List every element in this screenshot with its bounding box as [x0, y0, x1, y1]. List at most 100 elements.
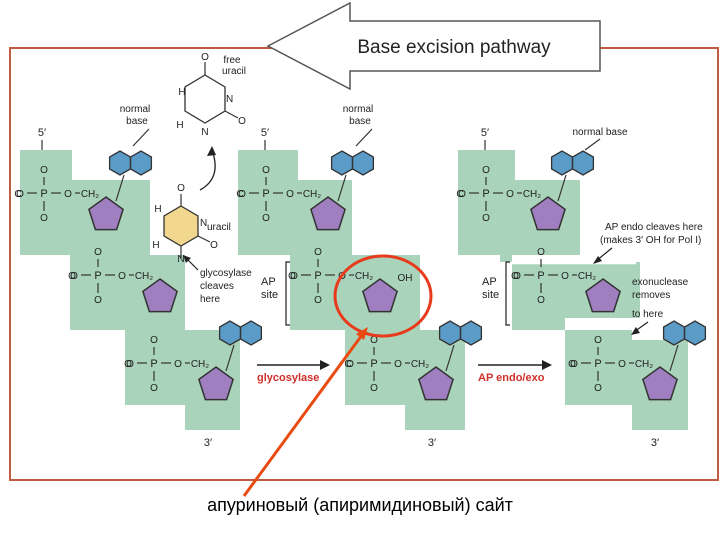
- page-title: Base excision pathway: [357, 37, 551, 58]
- p2-nt3-base-ring-a: [438, 320, 462, 346]
- p1-nt3-o: O: [124, 359, 132, 370]
- p3-nt3-phosphate-o-right: O: [618, 359, 626, 370]
- p3-normal-pointer: [584, 138, 601, 151]
- p3-nt1-phosphate-p: P: [482, 188, 489, 200]
- p2-nt2-sugar: [362, 278, 398, 313]
- p2-nt1-phosphate-p: P: [262, 188, 269, 200]
- p3-nt3-phosphate-o-bottom: O: [594, 383, 602, 394]
- p3-nt3-o: O: [568, 359, 576, 370]
- p3-nt3-base-ring-a: [662, 320, 686, 346]
- free-uracil-label-2: uracil: [222, 66, 246, 77]
- p2-normal-2: base: [349, 116, 371, 127]
- ap-site-label-2b: site: [482, 289, 499, 301]
- p2-five-prime: 5′: [261, 127, 269, 139]
- p1-nt1-ch2: CH₂: [81, 189, 99, 200]
- p3-nt2-o: O: [511, 271, 519, 282]
- p3-nt1-sugar: [530, 196, 566, 231]
- p3-nt3-phosphate-p: P: [594, 358, 601, 370]
- title-arrow: Base excision pathway: [266, 1, 601, 91]
- p3-nt2-phosphate-o-bottom: O: [537, 295, 545, 306]
- p2-nt2-o: O: [288, 271, 296, 282]
- p2-nt3-phosphate-o-top: O: [370, 335, 378, 346]
- free-uracil-h2: H: [176, 120, 183, 131]
- p1-nt1-base-ring-b: [129, 150, 153, 176]
- free-uracil-label-1: free: [223, 55, 241, 66]
- bound-uracil-n: N: [200, 218, 207, 229]
- p1-nt1-phosphate-p: P: [40, 188, 47, 200]
- ap-endo-step-arrowhead: [542, 360, 552, 370]
- p3-nt3-phosphate-o-left: O: [570, 359, 578, 370]
- p2-nt3-phosphate-o-right: O: [394, 359, 402, 370]
- ap-endo-note-1: AP endo cleaves here: [605, 222, 703, 233]
- p2-nt3-phosphate-p: P: [370, 358, 377, 370]
- p1-nt3-glyco-bond: [225, 344, 235, 372]
- ap-site-label-1a: AP: [261, 276, 276, 288]
- p1-nt2-o: O: [68, 271, 76, 282]
- p3-five-prime: 5′: [481, 127, 489, 139]
- p3-nt1-phosphate-o-right: O: [506, 189, 514, 200]
- p3-nt3-phosphate-o-top: O: [594, 335, 602, 346]
- p2-nt1-phosphate-o-bottom: O: [262, 213, 270, 224]
- bound-uracil-o-top: O: [177, 183, 185, 194]
- p3-nt2-phosphate-o-right: O: [561, 271, 569, 282]
- p3-three-prime: 3′: [651, 437, 659, 449]
- free-uracil-o-top: O: [201, 52, 209, 63]
- p1-nt3-phosphate-p: P: [150, 358, 157, 370]
- exo-note-1: exonuclease: [632, 277, 689, 288]
- ap-site-bracket-1: [285, 261, 290, 326]
- ap-site-bracket-2: [505, 261, 510, 326]
- ap-site-label-1b: site: [261, 289, 278, 301]
- free-uracil-n1: N: [226, 94, 233, 105]
- p1-nt1-glyco-bond: [115, 174, 125, 202]
- p3-nt2-ch2: CH₂: [578, 271, 596, 282]
- p1-nt1-c: C: [14, 189, 21, 200]
- p1-nt3-phosphate-o-bottom: O: [150, 383, 158, 394]
- ap-site-highlight: [333, 254, 433, 338]
- p3-nt2-phosphate-o-top: O: [537, 247, 545, 258]
- p1-normal-pointer: [132, 128, 150, 147]
- p1-three-prime: 3′: [204, 437, 212, 449]
- p3-nt1-phosphate-o-left: O: [458, 189, 466, 200]
- p2-nt3-c: C: [344, 359, 351, 370]
- backbone-strand-2: [238, 150, 465, 430]
- free-uracil-h1: H: [178, 87, 185, 98]
- p2-nt3-phosphate-o-left: O: [346, 359, 354, 370]
- p1-nt1-phosphate-o-top: O: [40, 165, 48, 176]
- p2-nt1-sugar: [310, 196, 346, 231]
- p2-nt1-phosphate-o-left: O: [238, 189, 246, 200]
- p1-nt3-base-ring-a: [218, 320, 242, 346]
- p1-nt2-phosphate-p: P: [94, 270, 101, 282]
- p3-nt3-glyco-bond: [669, 344, 679, 372]
- free-uracil-n2: N: [201, 127, 208, 138]
- p2-nt3-phosphate-o-bottom: O: [370, 383, 378, 394]
- glycosylase-step-label: glycosylase: [257, 372, 319, 384]
- p3-nt3-ch2: CH₂: [635, 359, 653, 370]
- exo-note-2: removes: [632, 290, 670, 301]
- p1-nt3-base-ring-b: [239, 320, 263, 346]
- p2-nt1-base-ring-a: [330, 150, 354, 176]
- p3-nt1-base-ring-a: [550, 150, 574, 176]
- p2-nt1-phosphate-o-top: O: [262, 165, 270, 176]
- p3-nt2-phosphate-p: P: [537, 270, 544, 282]
- ap-endo-note-2: (makes 3′ OH for Pol I): [600, 235, 701, 246]
- p2-nt1-c: C: [236, 189, 243, 200]
- p3-nt1-base-ring-b: [571, 150, 595, 176]
- p1-normal-2: base: [126, 116, 148, 127]
- p3-nt1-c: C: [456, 189, 463, 200]
- exo-note-3: to here: [632, 309, 664, 320]
- p1-nt1-phosphate-o-left: O: [16, 189, 24, 200]
- free-uracil-o-right: O: [238, 116, 246, 127]
- p1-five-prime: 5′: [38, 127, 46, 139]
- p3-nt1-glyco-bond: [557, 174, 567, 202]
- p2-normal-pointer: [355, 128, 373, 147]
- glycosylase-cleaves-2: cleaves: [200, 281, 234, 292]
- glycosylase-cleaves-1: glycosylase: [200, 268, 252, 279]
- p1-nt1-phosphate-o-right: O: [64, 189, 72, 200]
- p3-normal-label: normal base: [572, 127, 627, 138]
- p2-nt2-phosphate-o-top: O: [314, 247, 322, 258]
- bound-uracil-o-right: O: [210, 240, 218, 251]
- bound-uracil-h2: H: [152, 240, 159, 251]
- backbone-strand-3: [458, 150, 688, 430]
- p2-nt1-ch2: CH₂: [303, 189, 321, 200]
